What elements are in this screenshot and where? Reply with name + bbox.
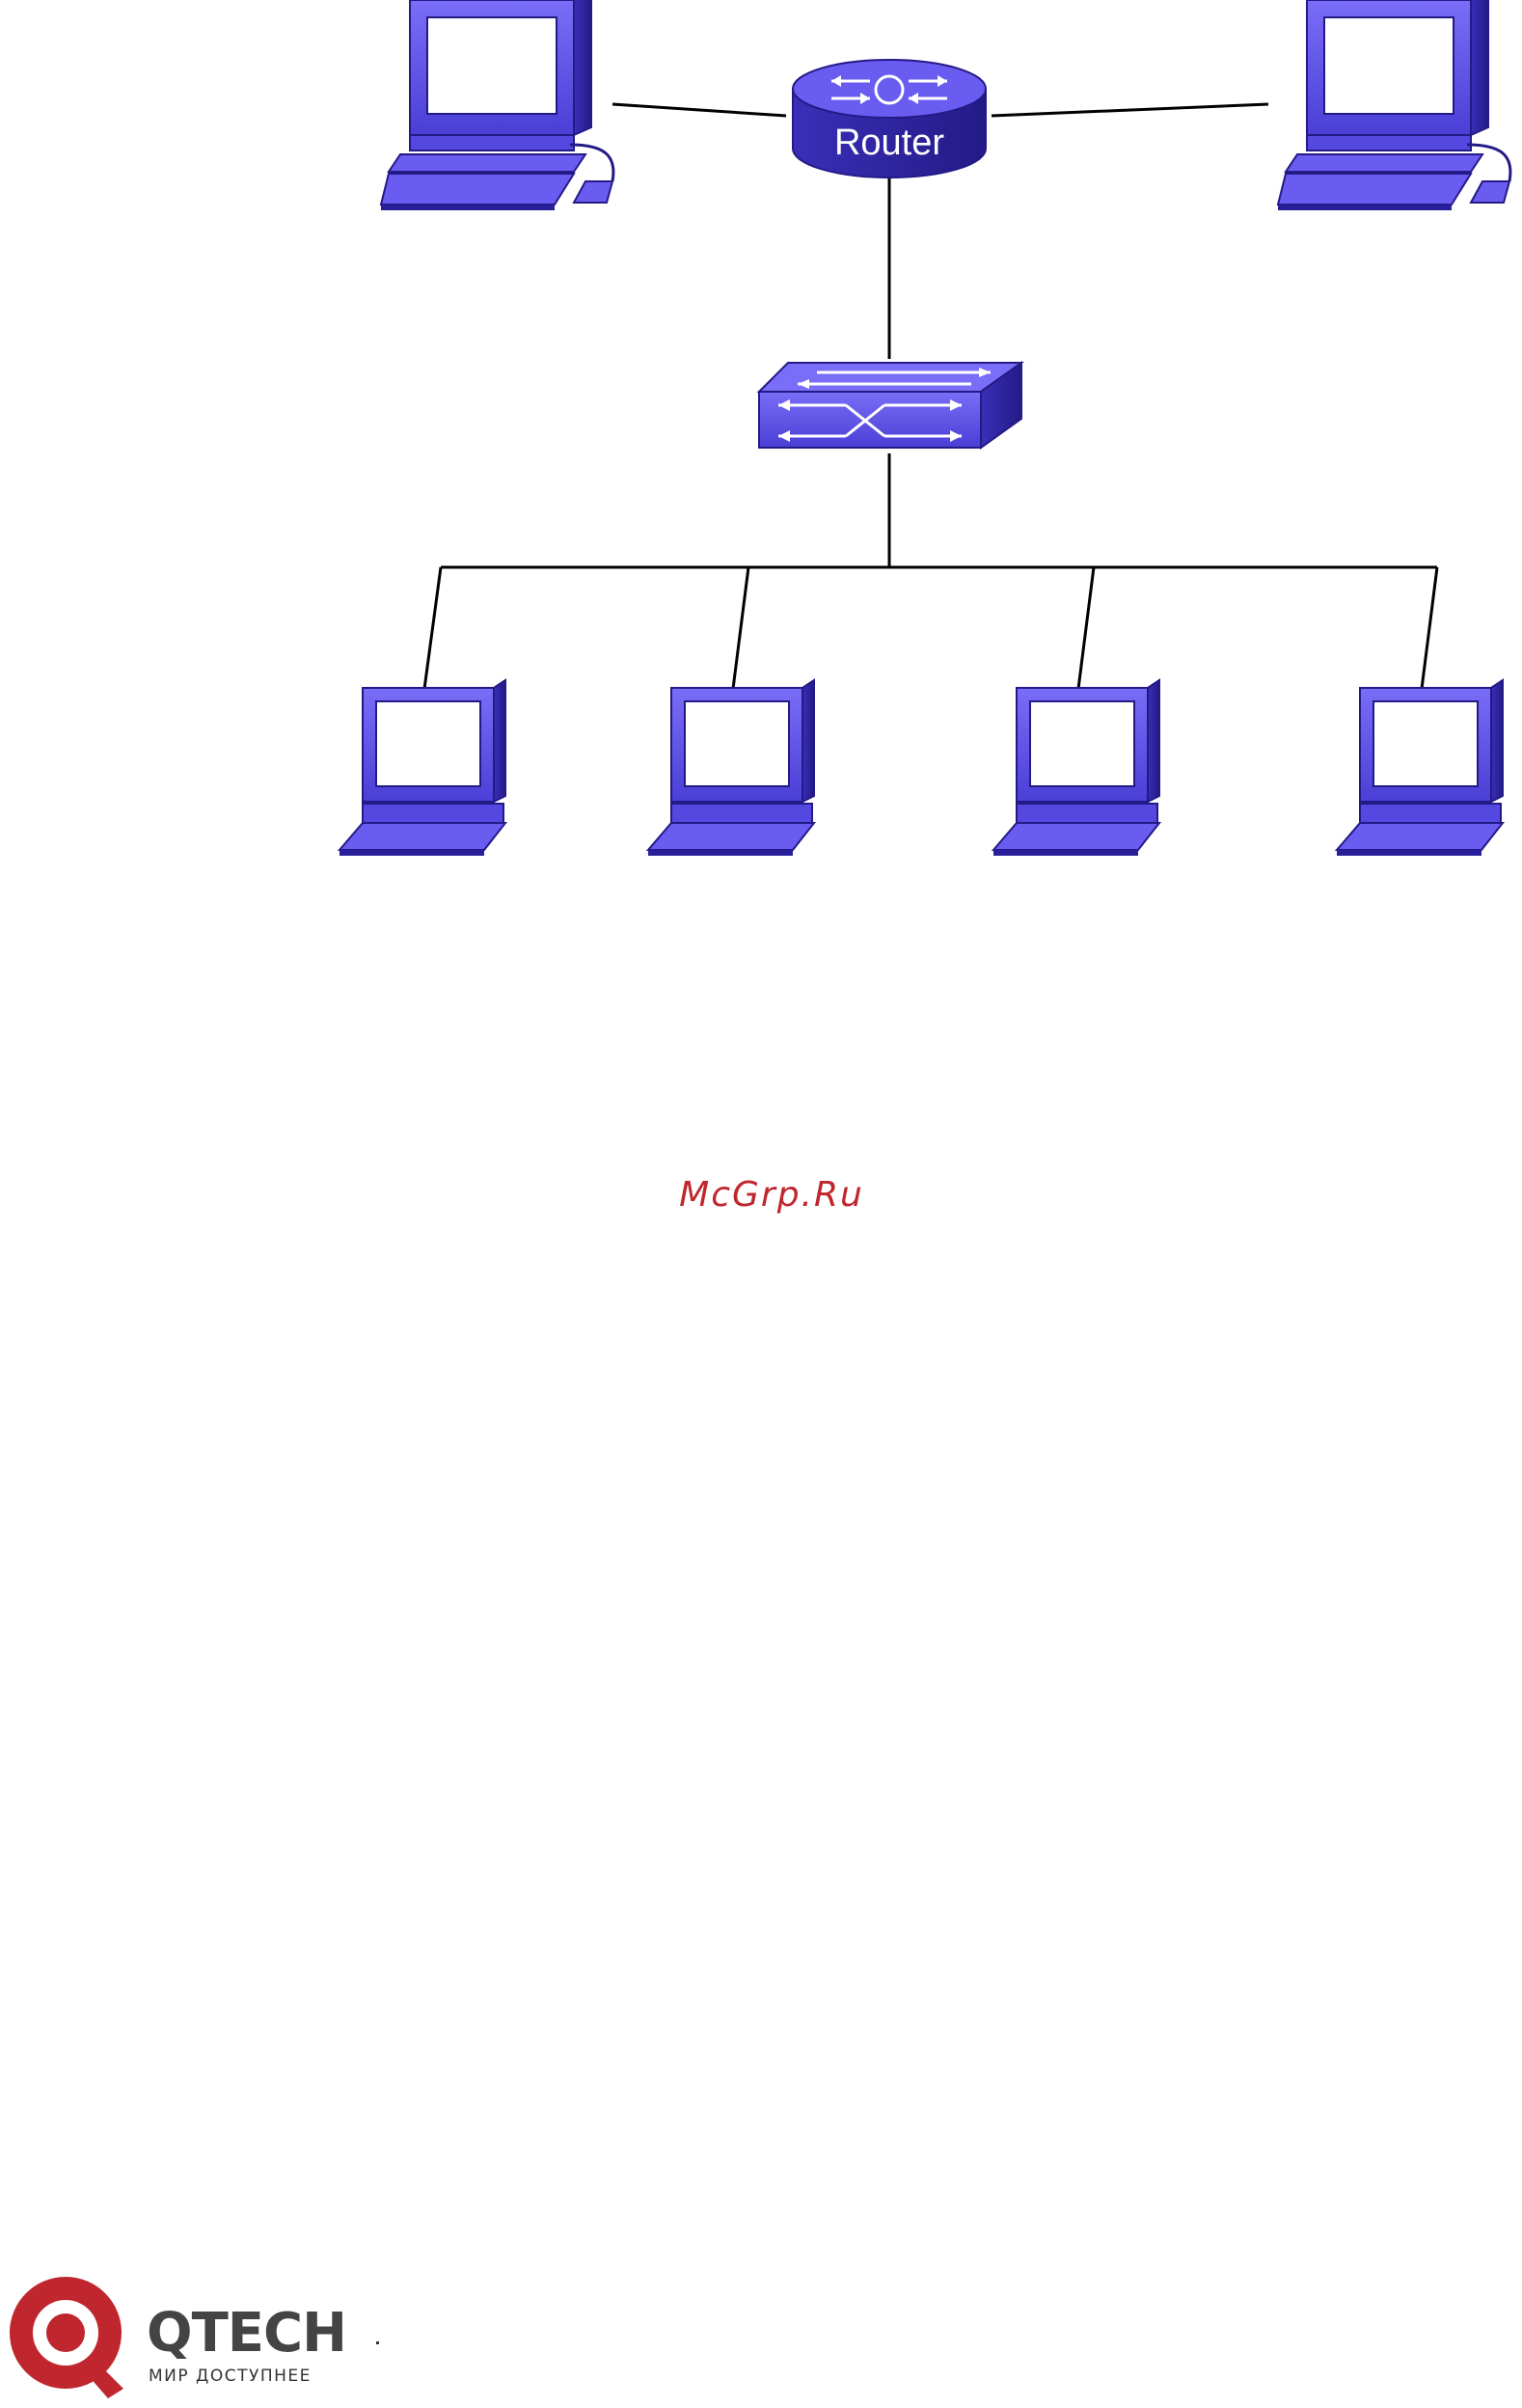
switch-icon [759, 363, 1021, 448]
laptop-icon [340, 680, 505, 856]
brand-tagline: МИР ДОСТУПНЕЕ [149, 2367, 312, 2386]
desktop-computer-icon [1278, 0, 1510, 210]
laptop-icon [648, 680, 814, 856]
link-desktop-left-router [612, 104, 786, 116]
router-label: Router [834, 123, 944, 163]
laptop-icon [1337, 680, 1503, 856]
qtech-logo-mark-icon [0, 2258, 145, 2403]
watermark-text: McGrp.Ru [579, 1175, 965, 1215]
link-router-desktop-right [992, 104, 1268, 116]
laptop-icon [993, 680, 1159, 856]
network-diagram: Router [0, 0, 1522, 926]
qtech-logo: QTECH МИР ДОСТУПНЕЕ [0, 2258, 405, 2403]
drop-laptop-4 [1422, 567, 1437, 689]
desktop-computer-icon [381, 0, 613, 210]
drop-laptop-2 [733, 567, 748, 689]
drop-laptop-3 [1078, 567, 1094, 689]
router-icon: Router [793, 60, 986, 178]
footer-dot [376, 2341, 379, 2344]
drop-laptop-1 [424, 567, 441, 689]
brand-name: QTECH [147, 2302, 346, 2365]
